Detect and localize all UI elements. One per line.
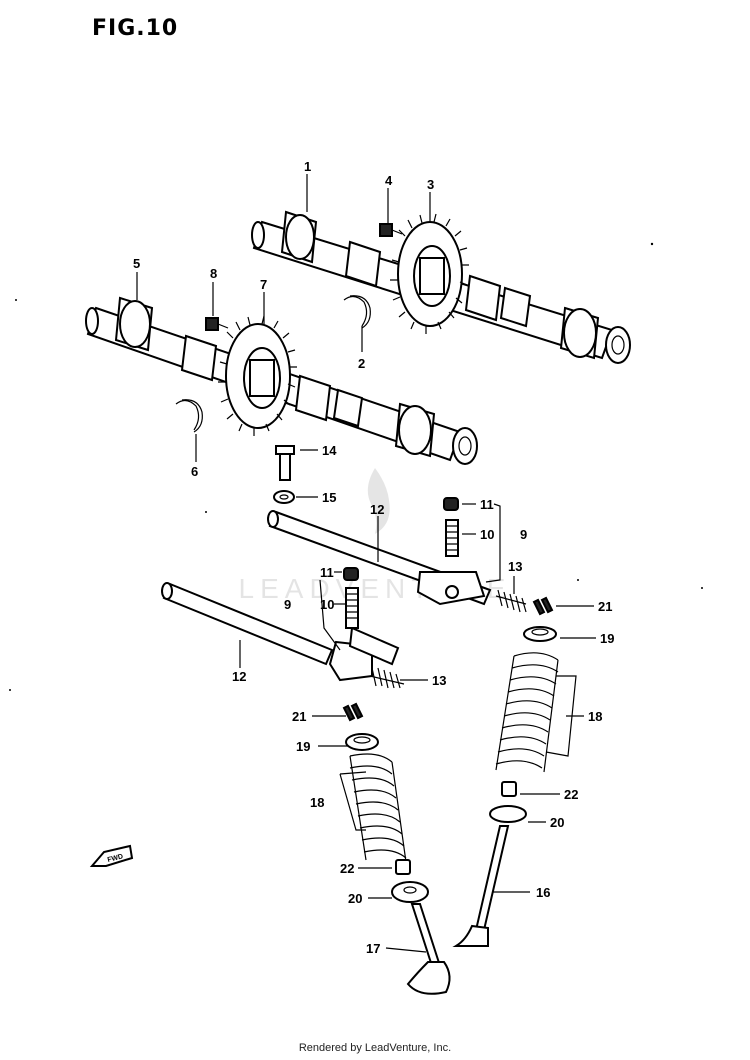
callout-14: 14	[322, 443, 337, 458]
sprocket-bolt-lower[interactable]	[205, 317, 229, 331]
callout-5: 5	[133, 256, 140, 271]
callout-15: 15	[322, 490, 336, 505]
callout-8: 8	[210, 266, 217, 281]
valve-cotter-left[interactable]	[342, 702, 364, 722]
leader-lines	[136, 174, 596, 953]
footer-credit: Rendered by LeadVenture, Inc.	[298, 1042, 452, 1054]
callout-12-lower: 12	[232, 669, 246, 684]
rocker-spring-upper[interactable]	[495, 589, 527, 613]
spring-seat-right[interactable]	[489, 805, 527, 823]
valve-stem-seal-left[interactable]	[395, 859, 411, 875]
rocker-spring-lower[interactable]	[369, 667, 405, 689]
callout-17: 17	[366, 941, 380, 956]
valve-springs-left[interactable]	[349, 753, 407, 863]
valve-stem-seal-right[interactable]	[501, 781, 517, 797]
callout-9-lower: 9	[284, 597, 291, 612]
callout-18-left: 18	[310, 795, 324, 810]
callout-2: 2	[358, 356, 365, 371]
cam-sprocket-upper[interactable]	[390, 213, 469, 334]
cam-clip-upper[interactable]	[343, 295, 371, 329]
callout-4: 4	[385, 173, 393, 188]
fwd-label: FWD	[107, 853, 124, 864]
callout-6: 6	[191, 464, 198, 479]
callout-19-right: 19	[600, 631, 614, 646]
valve-retainer-right[interactable]	[523, 626, 557, 642]
callout-22-right: 22	[564, 787, 578, 802]
callout-11-upper: 11	[480, 497, 494, 512]
figure-title: FIG.10	[92, 16, 179, 41]
valve-cotter-right[interactable]	[532, 596, 554, 616]
valve-retainer-left[interactable]	[345, 733, 379, 751]
callout-16: 16	[536, 885, 550, 900]
rocker-pin[interactable]	[275, 445, 295, 481]
rocker-shaft-lower[interactable]	[161, 582, 334, 666]
callout-10-lower: 10	[320, 597, 334, 612]
lock-nut-upper[interactable]	[443, 497, 459, 511]
callout-20-left: 20	[348, 891, 362, 906]
adjusting-screw-upper[interactable]	[445, 519, 459, 557]
callout-22-left: 22	[340, 861, 354, 876]
callout-7: 7	[260, 277, 267, 292]
cam-sprocket-lower[interactable]	[218, 315, 297, 436]
spring-seat-left[interactable]	[391, 881, 429, 903]
rocker-arm-lower[interactable]	[328, 626, 400, 682]
callout-21-right: 21	[598, 599, 612, 614]
forward-direction-arrow: FWD	[89, 844, 134, 867]
exhaust-valve[interactable]	[452, 825, 510, 947]
callout-10-upper: 10	[480, 527, 494, 542]
pin-washer[interactable]	[273, 490, 295, 504]
callout-12-upper: 12	[370, 502, 384, 517]
callout-19-left: 19	[296, 739, 310, 754]
callout-3: 3	[427, 177, 434, 192]
lock-nut-lower[interactable]	[343, 567, 359, 581]
sprocket-bolt-upper[interactable]	[379, 223, 403, 237]
callout-21-left: 21	[292, 709, 306, 724]
callout-18-right: 18	[588, 709, 602, 724]
callout-13-upper: 13	[508, 559, 522, 574]
valve-springs-right[interactable]	[495, 652, 559, 773]
callout-20-right: 20	[550, 815, 564, 830]
rocker-arm-upper[interactable]	[416, 571, 486, 606]
callout-11-lower: 11	[320, 565, 334, 580]
callout-labels: 1 4 3 5 8 7 2 6 14 15 12 11 10 9 13 21 1…	[133, 159, 614, 956]
scan-specks	[9, 242, 703, 691]
intake-valve[interactable]	[406, 903, 451, 995]
camshaft-upper[interactable]	[251, 210, 631, 364]
callout-13-lower: 13	[432, 673, 446, 688]
callout-9-upper: 9	[520, 527, 527, 542]
callout-1: 1	[304, 159, 311, 174]
adjusting-screw-lower[interactable]	[345, 587, 359, 629]
cam-clip-lower[interactable]	[175, 399, 203, 433]
